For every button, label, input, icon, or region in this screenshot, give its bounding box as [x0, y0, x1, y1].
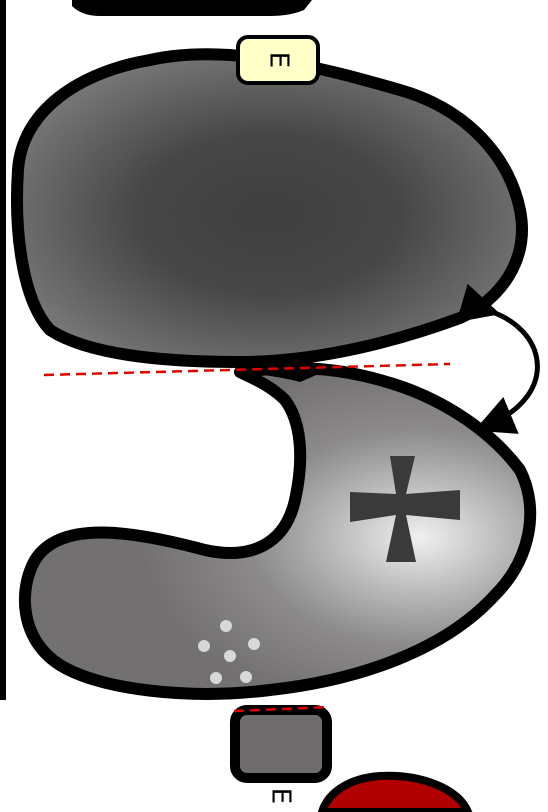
lower-lobe [25, 368, 530, 694]
upper-lobe [17, 54, 522, 362]
red-object [322, 776, 468, 812]
top-label-box: E [238, 37, 318, 83]
bottom-label-text: E [266, 788, 296, 804]
top-label-text: E [264, 52, 294, 68]
top-fragment [72, 0, 312, 16]
double-headed-curved-arrow-icon [486, 310, 537, 425]
outlet-box [235, 710, 327, 778]
left-frame-bar [0, 0, 6, 700]
